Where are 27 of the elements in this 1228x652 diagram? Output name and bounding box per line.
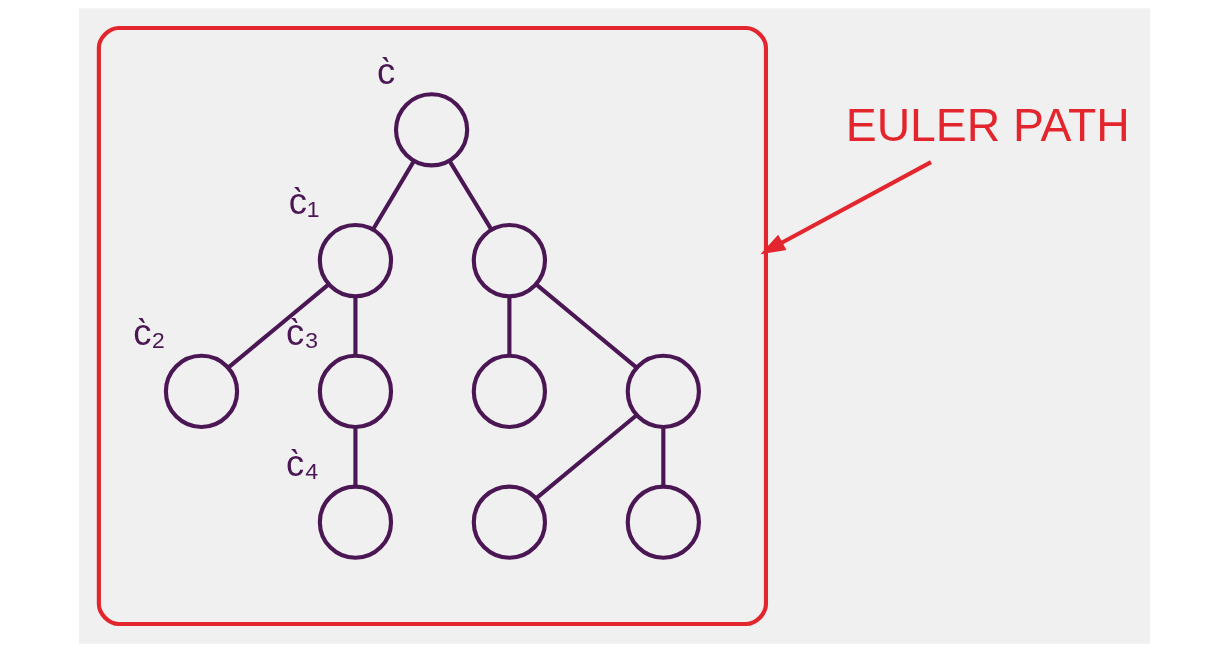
arrow <box>759 160 932 255</box>
connector <box>370 160 416 231</box>
cluster <box>96 25 768 627</box>
node-circle <box>393 92 469 168</box>
node-circle <box>625 353 701 430</box>
connector <box>352 296 357 356</box>
node-label: c̀₃ <box>285 312 319 354</box>
node-circle <box>317 222 393 299</box>
node-circle <box>625 484 701 560</box>
connector <box>447 160 493 231</box>
node-label: c̀₁ <box>288 181 319 223</box>
node-circle <box>163 353 239 430</box>
node-circle <box>471 222 547 299</box>
node-circle <box>471 484 547 560</box>
connector <box>506 296 511 356</box>
connector <box>534 413 638 500</box>
connector <box>660 427 665 487</box>
node-circle <box>471 353 547 430</box>
connector <box>226 282 330 369</box>
node-circle <box>317 353 393 430</box>
node-text: EULER PATH <box>845 99 1130 152</box>
connector <box>352 427 357 487</box>
node-label: c̀₂ <box>132 312 166 354</box>
node-label: c̀₄ <box>285 442 319 484</box>
connector <box>534 282 638 369</box>
node-circle <box>317 484 393 560</box>
node-label: c̀ <box>376 50 395 92</box>
